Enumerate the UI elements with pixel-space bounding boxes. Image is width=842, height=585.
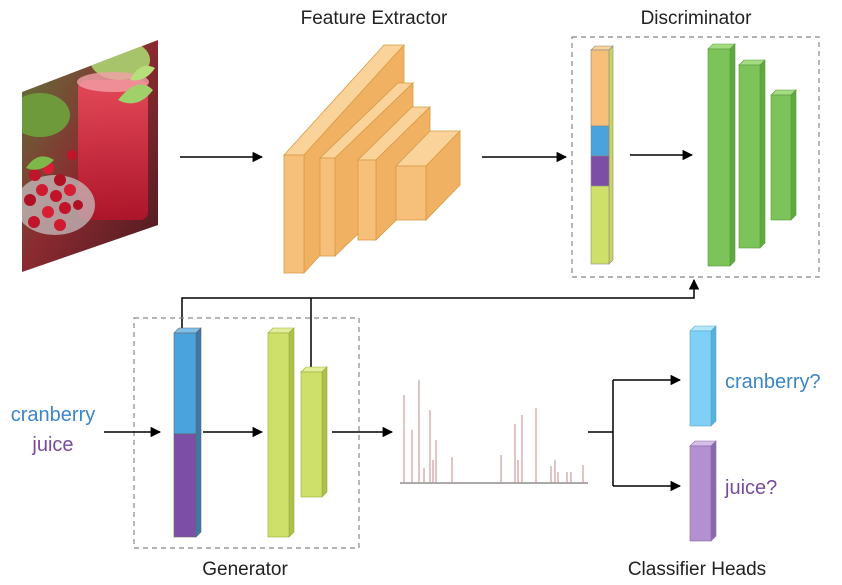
classifier-head-cranberry <box>689 325 717 427</box>
discriminator-title: Discriminator <box>641 8 753 29</box>
classifier-heads-title: Classifier Heads <box>628 559 766 580</box>
generator-embedding-vector <box>173 327 202 538</box>
generator-box <box>133 317 360 549</box>
generator-layers <box>267 327 328 538</box>
head-label-cranberry: cranberry? <box>725 371 821 393</box>
discriminator-layers <box>707 43 797 267</box>
feature-extractor-title: Feature Extractor <box>301 8 448 29</box>
discriminator-input-vector <box>590 45 614 265</box>
generated-output-spectrum <box>400 380 588 484</box>
feature-extractor-block <box>283 43 461 275</box>
input-photo <box>22 40 158 272</box>
generator-title: Generator <box>202 559 288 580</box>
head-label-juice: juice? <box>724 477 777 499</box>
classifier-head-juice <box>689 440 717 542</box>
input-word-cranberry: cranberry <box>11 404 95 426</box>
input-word-juice: juice <box>31 434 73 456</box>
connector-generator-to-discriminator <box>181 278 700 331</box>
